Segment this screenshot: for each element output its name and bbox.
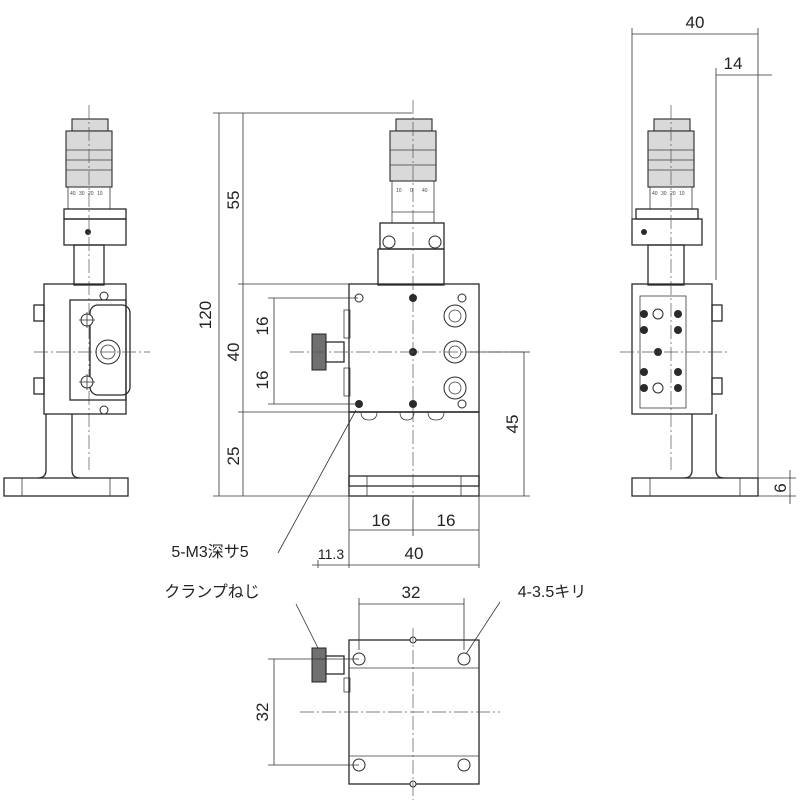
svg-text:30: 30 [79,191,85,197]
dim-stage-height: 40 [224,343,243,362]
svg-text:30: 30 [661,191,667,197]
svg-text:40: 40 [652,191,658,197]
svg-text:10: 10 [97,191,103,197]
svg-text:20: 20 [670,191,676,197]
right-dimensions: 40 14 6 [631,13,796,504]
dim-stage-lower: 16 [253,371,272,390]
right-base [631,414,759,497]
label-tapped-holes: 5-M3深サ5 [171,543,248,561]
svg-text:10: 10 [396,188,402,194]
dim-stage-upper: 16 [253,317,272,336]
dim-micrometer-height: 55 [224,191,243,210]
label-through-holes: 4-3.5キリ [518,584,586,601]
right-micrometer: 40 30 20 10 [631,105,703,470]
left-base [3,414,129,497]
bottom-view: 32 32 クランプねじ 4-3.5キリ [164,583,586,800]
dim-base-thickness: 6 [771,483,790,492]
left-stage-body [33,283,150,415]
dim-total-height: 120 [196,301,215,329]
dim-side-total-width: 40 [686,13,705,32]
svg-text:40: 40 [70,191,76,197]
front-stage-body [290,283,530,497]
svg-text:20: 20 [88,191,94,197]
front-dimensions: 120 55 40 25 16 16 45 16 16 11.3 40 5-M3 [171,112,530,568]
dim-body-width: 40 [405,544,424,563]
dim-hole-pitch-right: 16 [437,511,456,530]
dim-bottom-pitch-x: 32 [402,583,421,602]
front-micrometer: 10 0 40 [377,100,445,500]
left-side-view: 40 30 20 10 [3,105,150,497]
dim-bottom-pitch-y: 32 [253,703,272,722]
right-stage-body [620,283,730,415]
dim-right-height: 45 [503,415,522,434]
left-micrometer: 40 30 20 10 [63,105,127,470]
dim-base-height: 25 [224,447,243,466]
dim-hole-pitch-left: 16 [372,511,391,530]
front-view: 10 0 40 [171,100,530,568]
dim-side-offset: 14 [724,54,743,73]
svg-text:0: 0 [410,188,413,194]
right-side-view: 40 30 20 10 [620,13,796,504]
svg-text:40: 40 [422,188,428,194]
dim-offset: 11.3 [318,546,344,562]
label-clamp-screw: クランプねじ [164,583,260,601]
svg-text:10: 10 [679,191,685,197]
